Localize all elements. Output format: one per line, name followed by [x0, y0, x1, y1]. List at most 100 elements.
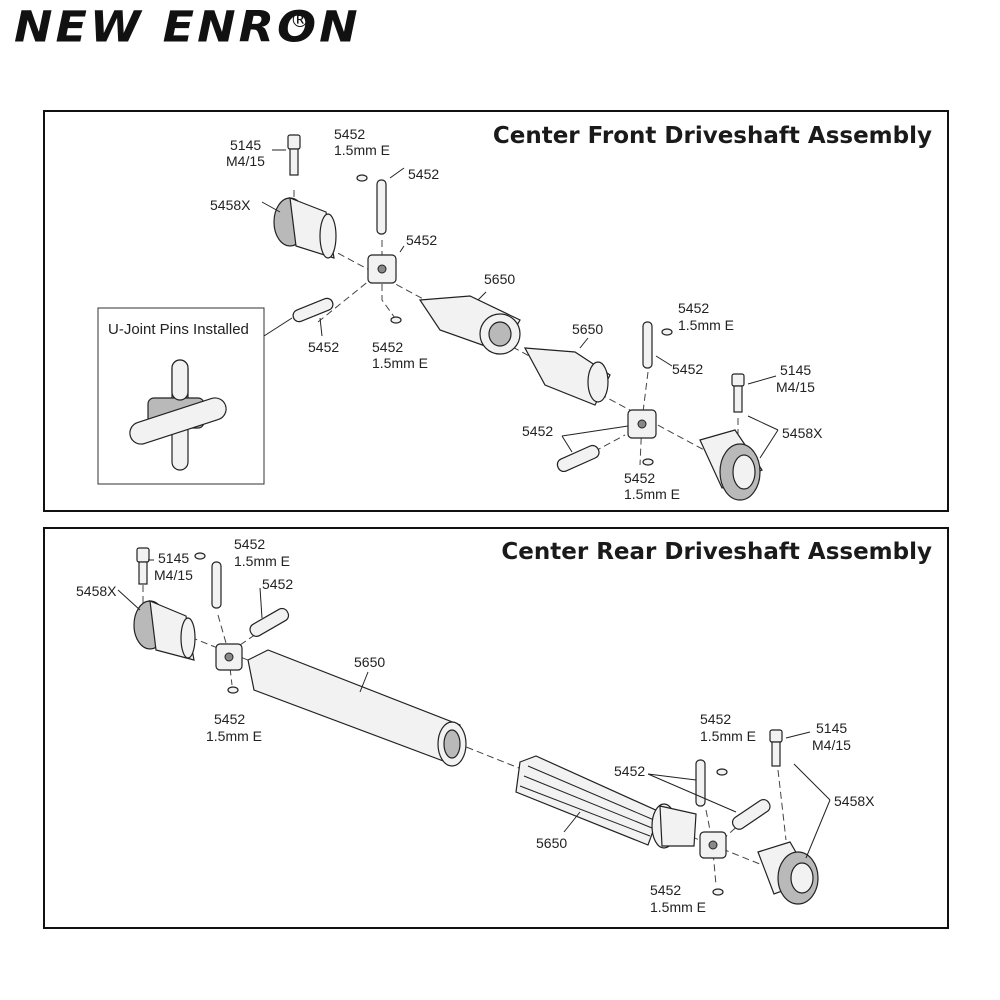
inset-title: U-Joint Pins Installed: [108, 321, 249, 338]
registered-mark: ®: [290, 8, 310, 32]
front-label-clip-lower-size: 1.5mm E: [372, 355, 428, 371]
rear-eclip-bottom: [712, 888, 724, 896]
rear-cross-left: [215, 643, 243, 671]
front-label-screw-part: 5145: [230, 137, 261, 153]
front-pin-top: [376, 179, 387, 235]
front-leader-pin-lower: [319, 317, 323, 337]
front-pin-axis: [381, 240, 396, 319]
front-label-cross-right: 5452: [522, 423, 553, 439]
rear-pin-right-side: [731, 799, 771, 830]
front-screw-right: [731, 373, 745, 413]
front-cross-left: [367, 254, 397, 284]
front-label-pin-top: 5452: [408, 166, 439, 182]
rear-shaft-male: [515, 755, 697, 849]
front-label-clip-bottom-part: 5452: [624, 470, 655, 486]
front-inset-box: U-Joint Pins Installed: [97, 307, 293, 485]
rear-label-screw-right-part: 5145: [816, 720, 847, 736]
rear-assembly-panel: Center Rear Driveshaft Assembly: [43, 527, 949, 929]
front-label-clip-bottom-size: 1.5mm E: [624, 486, 680, 502]
rear-label-clip-bottom-part: 5452: [650, 882, 681, 898]
rear-label-clip-right-size: 1.5mm E: [700, 728, 756, 744]
rear-label-clip-top-part: 5452: [234, 536, 265, 552]
front-eclip-top: [356, 174, 368, 182]
front-label-pin-right: 5452: [672, 361, 703, 377]
front-label-clip-right-part: 5452: [678, 300, 709, 316]
rear-label-pins-right: 5452: [614, 763, 645, 779]
rear-cross-right: [699, 831, 727, 859]
brand-logo: NEW ENRON: [14, 2, 361, 52]
rear-leader-yoke-left: [117, 589, 141, 611]
front-yoke-right: [699, 429, 763, 501]
rear-label-screw-part: 5145: [158, 550, 189, 566]
rear-eclip-top: [194, 552, 206, 560]
rear-shaft-female: [247, 649, 467, 767]
front-screw-left: [287, 134, 301, 176]
front-leader-pin-right: [655, 355, 673, 367]
front-panel-title: Center Front Driveshaft Assembly: [493, 123, 932, 149]
rear-pin-axis-3: [705, 809, 717, 886]
rear-leader-shaft-male: [563, 811, 581, 833]
rear-label-pin-top: 5452: [262, 576, 293, 592]
front-leader-shaft-male: [579, 337, 589, 349]
rear-leader-yoke-right: [793, 763, 831, 859]
rear-label-clip-lower-size: 1.5mm E: [206, 728, 262, 744]
front-eclip-bottom: [642, 458, 654, 466]
rear-label-yoke-right: 5458X: [834, 793, 875, 809]
rear-label-clip-right-part: 5452: [700, 711, 731, 727]
rear-eclip-lower: [227, 686, 239, 694]
front-label-yoke-left: 5458X: [210, 197, 251, 213]
rear-screw-axis-2: [777, 769, 787, 841]
inset-ujoint-illustration: [129, 359, 227, 471]
front-leader-shaft-female: [477, 291, 487, 301]
rear-screw-right: [769, 729, 783, 767]
front-pin-lower-right: [556, 444, 600, 473]
rear-label-clip-top-size: 1.5mm E: [234, 553, 290, 569]
rear-label-screw-right-size: M4/15: [812, 737, 851, 753]
front-label-screw-right-size: M4/15: [776, 379, 815, 395]
rear-panel-title: Center Rear Driveshaft Assembly: [501, 539, 932, 565]
rear-leader-screw-right: [785, 731, 811, 739]
front-assembly-axis: [279, 221, 761, 481]
front-label-shaft-female: 5650: [484, 271, 515, 287]
rear-pin-top: [211, 561, 222, 609]
front-label-shaft-male: 5650: [572, 321, 603, 337]
front-yoke-left: [273, 197, 337, 259]
inset-leader: [263, 317, 293, 337]
rear-yoke-left: [133, 600, 196, 661]
front-pin-lower-left: [292, 297, 334, 323]
front-leader-cross: [399, 245, 405, 253]
rear-label-yoke-left: 5458X: [76, 583, 117, 599]
front-label-clip-top-size: 1.5mm E: [334, 142, 390, 158]
front-eclip-lower: [390, 316, 402, 324]
rear-eclip-right: [716, 768, 728, 776]
front-cross-right: [627, 409, 657, 439]
front-pin-axis-4: [574, 434, 626, 463]
rear-label-shaft-male: 5650: [536, 835, 567, 851]
rear-label-clip-lower-part: 5452: [214, 711, 245, 727]
front-leader-pin-top: [389, 167, 405, 179]
front-pin-right: [642, 321, 653, 369]
front-label-screw-size: M4/15: [226, 153, 265, 169]
front-label-screw-right-part: 5145: [780, 362, 811, 378]
front-leader-yoke: [261, 201, 281, 213]
rear-leader-shaft-female: [359, 671, 369, 693]
front-shaft-female: [418, 295, 521, 355]
rear-screw-left: [136, 547, 150, 585]
front-label-clip-top-part: 5452: [334, 126, 365, 142]
front-leader-yoke-right: [747, 415, 779, 459]
rear-pin-side: [249, 607, 290, 637]
rear-leader-pins-right: [647, 773, 737, 813]
front-label-pin-lower-left: 5452: [308, 339, 339, 355]
front-label-clip-right-size: 1.5mm E: [678, 317, 734, 333]
rear-pin-right-vertical: [695, 759, 706, 807]
front-shaft-male: [523, 347, 611, 406]
rear-label-clip-bottom-size: 1.5mm E: [650, 899, 706, 915]
rear-yoke-right: [757, 841, 819, 905]
front-label-clip-lower-part: 5452: [372, 339, 403, 355]
rear-label-shaft-female: 5650: [354, 654, 385, 670]
rear-leader-pin: [259, 587, 263, 619]
front-leader-screw-right: [747, 375, 777, 385]
front-assembly-panel: Center Front Driveshaft Assembly: [43, 110, 949, 512]
front-label-yoke-right: 5458X: [782, 425, 823, 441]
